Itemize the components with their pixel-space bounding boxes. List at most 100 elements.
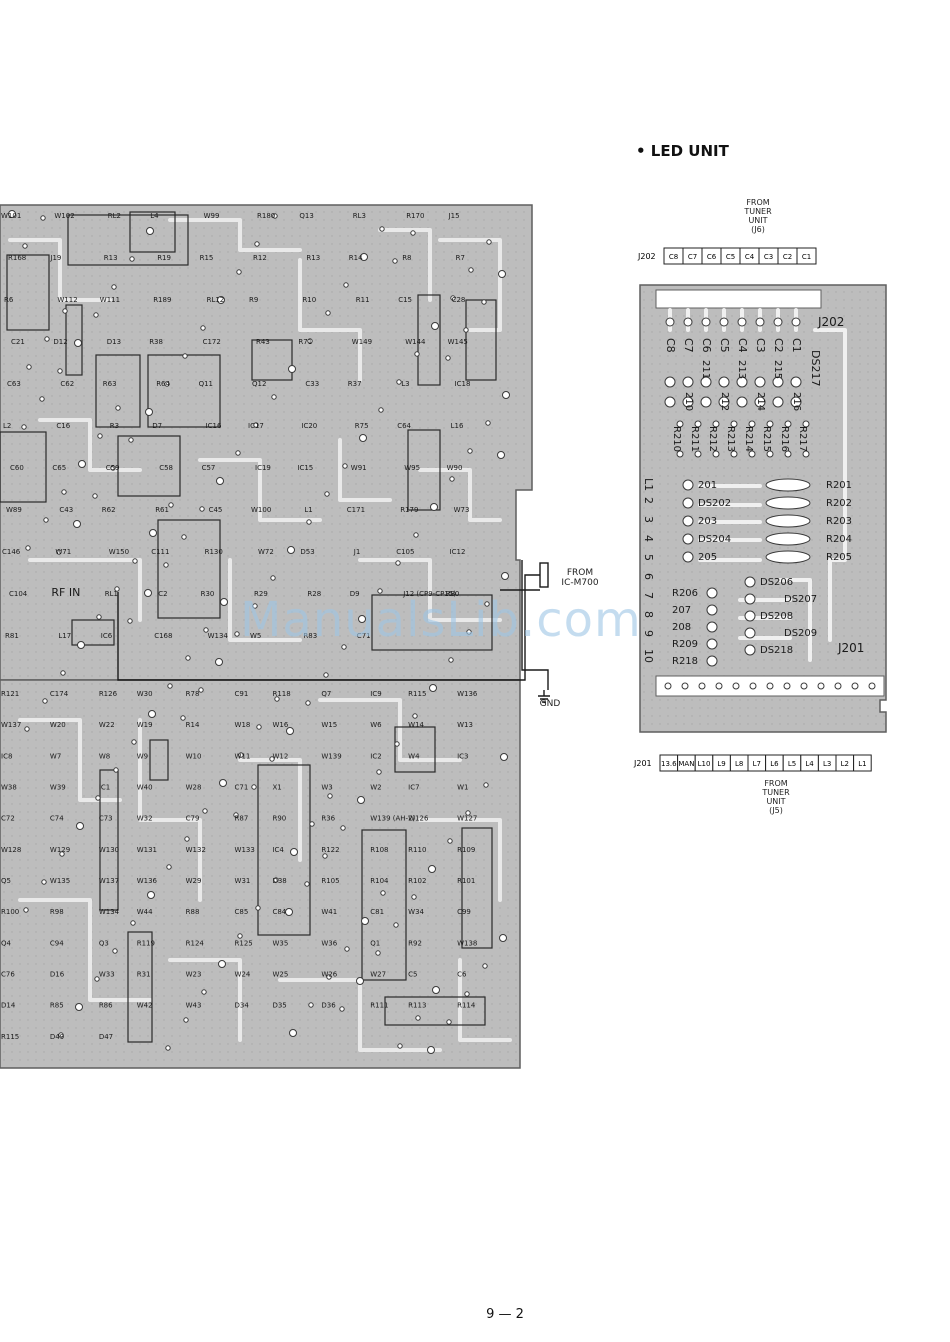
main-board-label: C71 (235, 784, 249, 792)
main-pad (446, 1019, 452, 1025)
connector-pin-cell (796, 247, 817, 265)
main-board-label: W99 (204, 212, 220, 220)
main-board-label: R118 (272, 690, 290, 698)
main-board-label: C5 (408, 971, 417, 979)
led-board (639, 284, 887, 733)
main-pad (44, 336, 50, 342)
main-pad (149, 529, 157, 537)
led-cap-label: C6 (700, 338, 713, 353)
main-pad (481, 299, 487, 305)
main-pad (182, 353, 188, 359)
main-board-label: R110 (408, 846, 426, 854)
led-pad (766, 420, 774, 428)
main-pad (165, 1045, 171, 1051)
main-board-label: C15 (398, 296, 412, 304)
main-pad (163, 562, 169, 568)
led-pad (676, 450, 684, 458)
main-board-label: R113 (408, 1002, 426, 1010)
main-pad (25, 545, 31, 551)
led-pad (791, 317, 801, 327)
led-lower-left-label: 207 (672, 605, 691, 616)
main-board-label: IC6 (101, 632, 113, 640)
main-board-label: RL1 (105, 590, 118, 598)
main-board-label: C105 (396, 548, 414, 556)
main-board-label: C62 (60, 380, 74, 388)
led-resistor-label: R212 (707, 426, 718, 452)
led-board-pads (664, 317, 876, 690)
main-pad (287, 546, 295, 554)
led-pad (719, 317, 729, 327)
main-pad (271, 394, 277, 400)
connector-pin-label: L1 (858, 760, 866, 768)
main-pad (144, 589, 152, 597)
main-board-label: R100 (1, 908, 19, 916)
main-pad (356, 977, 364, 985)
main-board-label: J15 (448, 212, 460, 220)
main-board-label: J1 (353, 548, 361, 556)
main-board-label: W19 (137, 721, 153, 729)
main-pad (396, 379, 402, 385)
led-pad (700, 396, 712, 408)
led-pad (736, 396, 748, 408)
led-board-ds217-label: DS217 (809, 350, 822, 386)
main-board-label: W126 (408, 815, 429, 823)
main-pad (414, 351, 420, 357)
led-pad (665, 317, 675, 327)
main-board-label: R119 (137, 939, 155, 947)
led-lower-right-label: DS206 (760, 577, 793, 588)
connector-pin-label: C5 (726, 253, 735, 261)
main-board-label: C72 (1, 815, 15, 823)
main-pad (327, 793, 333, 799)
main-board-label: C21 (11, 338, 25, 346)
connector-pin-label: L7 (753, 760, 761, 768)
led-left-item-label: 201 (698, 480, 717, 491)
main-pad (502, 391, 510, 399)
main-pad (323, 672, 329, 678)
main-board-label: R10 (302, 296, 316, 304)
main-pad (500, 753, 508, 761)
main-board-label: W28 (186, 784, 202, 792)
main-pad (359, 434, 367, 442)
main-pad (415, 1015, 421, 1021)
main-board-label: R15 (200, 254, 214, 262)
main-pad (168, 502, 174, 508)
main-board-label: Q5 (1, 877, 11, 885)
main-board-label: W90 (447, 464, 463, 472)
main-board-label: D49 (50, 1033, 64, 1041)
main-board-label: W13 (457, 721, 473, 729)
main-board-label: Q1 (370, 939, 380, 947)
main-pad (289, 1029, 297, 1037)
main-board-label: C146 (2, 548, 21, 556)
led-pad (790, 396, 802, 408)
main-board-label: C59 (106, 464, 120, 472)
from-ic-line: IC-M700 (561, 578, 599, 588)
led-pad (706, 621, 718, 633)
main-pad (361, 917, 369, 925)
main-board-label: W40 (137, 784, 153, 792)
connector-pin-label: 13.6 (661, 760, 677, 768)
led-pad (737, 317, 747, 327)
main-board-label: W111 (100, 296, 120, 304)
main-pad (308, 1002, 314, 1008)
main-board-label: R9 (249, 296, 258, 304)
led-resistor-label: R214 (743, 426, 754, 452)
main-board-label: W15 (321, 721, 337, 729)
led-pad (694, 420, 702, 428)
main-pad (42, 698, 48, 704)
main-board-label: C99 (457, 908, 471, 916)
main-pad (219, 779, 227, 787)
connector-pin-label: L3 (823, 760, 831, 768)
main-pad (56, 549, 62, 555)
led-cap-label: C2 (772, 338, 785, 353)
led-pad (744, 610, 756, 622)
led-right-item-label: R202 (826, 498, 852, 509)
main-board-label: R30 (201, 590, 215, 598)
main-pad (43, 517, 49, 523)
main-board-label: C111 (151, 548, 169, 556)
led-resistor-label: R217 (797, 426, 808, 452)
main-pad (97, 433, 103, 439)
led-lower-right-label: DS209 (784, 628, 817, 639)
led-pad (790, 376, 802, 388)
